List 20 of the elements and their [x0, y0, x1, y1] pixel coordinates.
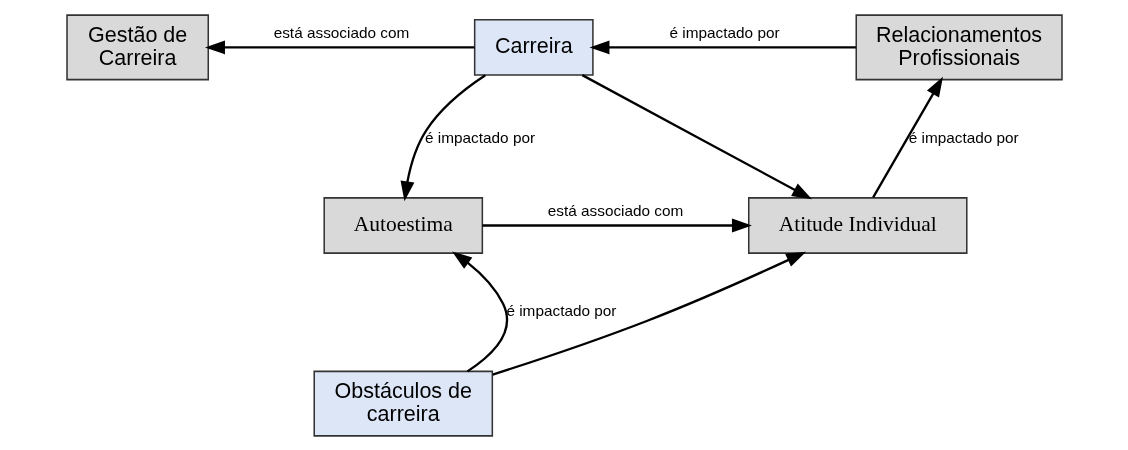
node-box: Atitude Individual [747, 196, 968, 254]
arrow [491, 251, 806, 376]
arrow [400, 73, 486, 201]
node-box: Gestão de Carreira [65, 13, 209, 80]
node-box: Autoestima [322, 196, 483, 254]
arrow [481, 218, 752, 232]
node-box: Obstáculos de carreira [312, 370, 493, 437]
arrow [588, 39, 856, 54]
edge-label: é impactado por [908, 128, 1019, 146]
arrow [871, 76, 943, 198]
node-box: Carreira [473, 18, 594, 76]
node-box: Relacionamentos Profissionais [854, 13, 1063, 80]
edge-label: é impactado por [669, 23, 780, 41]
edge-label: está associado com [547, 201, 683, 219]
edge-label: está associado com [273, 23, 409, 41]
arrow [451, 250, 508, 372]
edge-label: é impactado por [424, 128, 535, 146]
arrow [204, 39, 475, 54]
edge-label: é impactado por [505, 301, 616, 319]
arrow [581, 73, 812, 199]
